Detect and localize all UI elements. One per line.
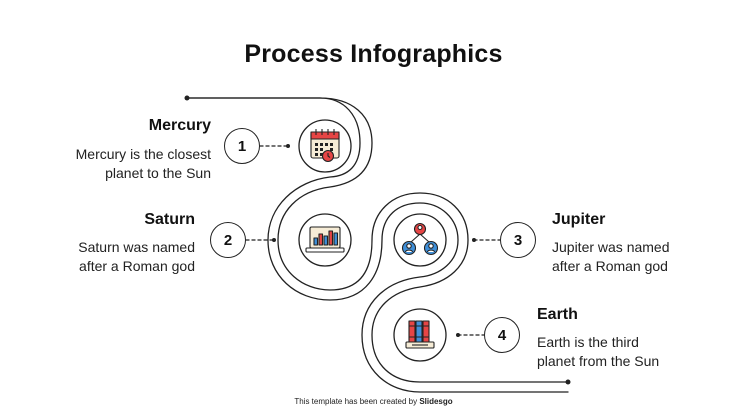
step-2-title: Saturn [144, 211, 195, 228]
path-start-dot [184, 95, 190, 101]
step-2-number-badge: 2 [210, 222, 246, 258]
step-4-number-badge: 4 [484, 317, 520, 353]
connector-dot-2 [272, 238, 276, 242]
calendar-clock-icon [310, 129, 340, 163]
step-4-description-line-2: planet from the Sun [537, 353, 660, 369]
step-1-number-badge: 1 [224, 128, 260, 164]
step-4-title: Earth [537, 306, 578, 323]
step-2-description-line-1: Saturn was named [78, 239, 195, 255]
path-outer-line [186, 97, 569, 383]
step-2-description-line-2: after a Roman god [79, 258, 195, 274]
icon-circle-4 [393, 308, 447, 362]
connector-dot-1 [286, 144, 290, 148]
icon-circle-1 [298, 119, 352, 173]
credit-brand-link[interactable]: Slidesgo [419, 397, 453, 406]
step-1-description-line-1: Mercury is the closest [75, 146, 211, 162]
chart-monitor-icon [305, 226, 345, 253]
step-1-description-line-2: planet to the Sun [105, 165, 211, 181]
books-icon [405, 320, 435, 349]
step-1-description: Mercury is the closest planet to the Sun [76, 145, 211, 183]
step-3-description-line-2: after a Roman god [552, 258, 668, 274]
step-4-description: Earth is the third planet from the Sun [537, 333, 659, 371]
connector-dot-3 [472, 238, 476, 242]
page-title: Process Infographics [244, 40, 503, 68]
credit-prefix: This template has been created by [294, 397, 420, 406]
icon-circle-2 [298, 213, 352, 267]
step-4-description-line-1: Earth is the third [537, 334, 639, 350]
connector-dot-4 [456, 333, 460, 337]
step-3-number-badge: 3 [500, 222, 536, 258]
team-network-icon [401, 222, 439, 256]
path-inner-line [186, 97, 569, 393]
step-3-description-line-1: Jupiter was named [552, 239, 670, 255]
template-credit: This template has been created by Slides… [0, 397, 747, 406]
step-3-description: Jupiter was named after a Roman god [552, 238, 670, 276]
step-1-title: Mercury [148, 117, 211, 134]
step-3-title: Jupiter [552, 211, 606, 228]
icon-circle-3 [393, 213, 447, 267]
path-end-dot [565, 379, 571, 385]
step-2-description: Saturn was named after a Roman god [78, 238, 195, 276]
